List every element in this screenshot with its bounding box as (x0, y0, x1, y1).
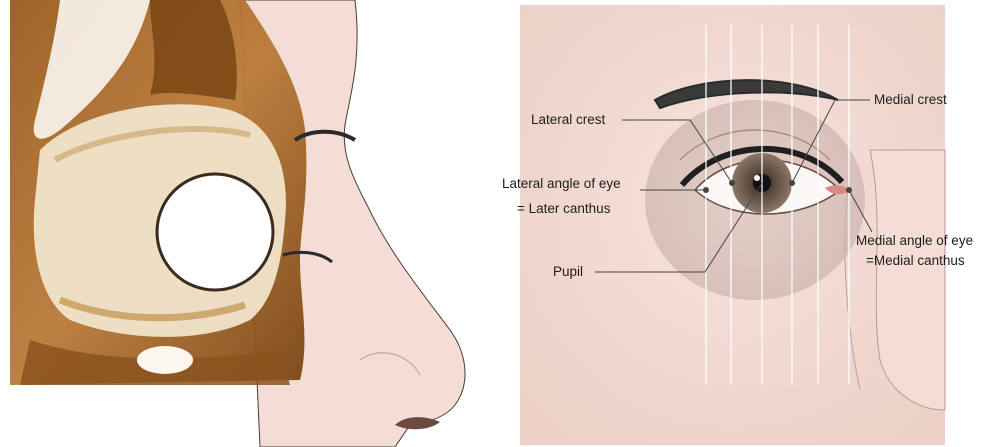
label-lateral-angle-1: Lateral angle of eye (502, 176, 621, 191)
bone-upper-dark (150, 0, 237, 100)
dot-lateral-crest (729, 180, 735, 186)
right-panel: Medial crest Lateral crest Lateral angle… (502, 5, 973, 445)
pupil-highlight (754, 175, 760, 181)
maxillary-cavity (137, 346, 193, 374)
dot-medial-angle (846, 187, 852, 193)
left-panel (10, 0, 465, 447)
label-lateral-angle-2: = Later canthus (517, 201, 611, 216)
label-medial-angle-1: Medial angle of eye (856, 233, 973, 248)
label-medial-angle-2: =Medial canthus (866, 253, 965, 268)
label-pupil: Pupil (553, 264, 583, 279)
label-medial-crest: Medial crest (874, 92, 947, 107)
dot-lateral-angle (703, 187, 709, 193)
label-lateral-crest: Lateral crest (531, 112, 606, 127)
eyeball-section (157, 174, 273, 290)
dot-medial-crest (789, 180, 795, 186)
